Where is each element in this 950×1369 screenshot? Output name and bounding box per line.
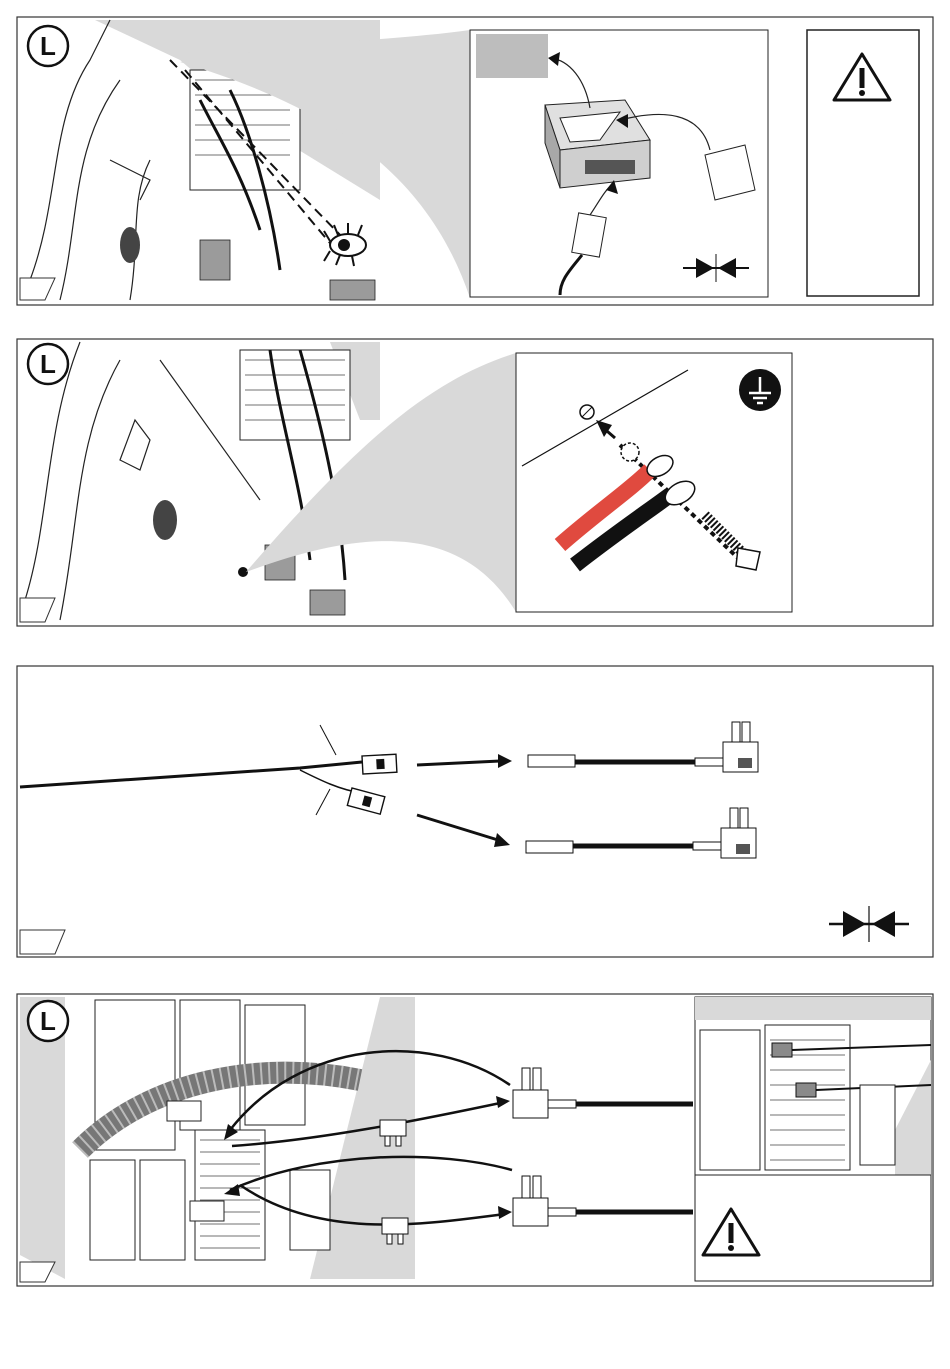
fuse-box-detail: [695, 997, 931, 1175]
panel-4: L: [17, 994, 933, 1286]
panel-1: L: [17, 17, 933, 305]
side-badge-label: L: [40, 31, 56, 61]
side-badge: L: [28, 26, 68, 66]
fuse-label-box-top: [167, 1101, 201, 1121]
panel-2: L: [17, 339, 933, 626]
side-badge-label: L: [40, 349, 56, 379]
label-gray-swatch: [476, 34, 548, 78]
side-badge: L: [28, 1001, 68, 1041]
panel-3: [17, 666, 933, 957]
side-badge-label: L: [40, 1006, 56, 1036]
side-badge: L: [28, 344, 68, 384]
panel-3-frame: [17, 666, 933, 957]
ground-symbol-icon: [739, 369, 781, 411]
panel-2-car-interior: [20, 342, 380, 622]
fuse-label-box-bottom: [190, 1201, 224, 1221]
fuse-box-photo: [20, 997, 415, 1282]
panel-4-warning-box: [695, 1175, 931, 1281]
panel-1-zoom-detail: [470, 30, 768, 297]
panel-2-ground-detail: [516, 353, 792, 612]
panel-1-warning-box: [807, 30, 919, 296]
